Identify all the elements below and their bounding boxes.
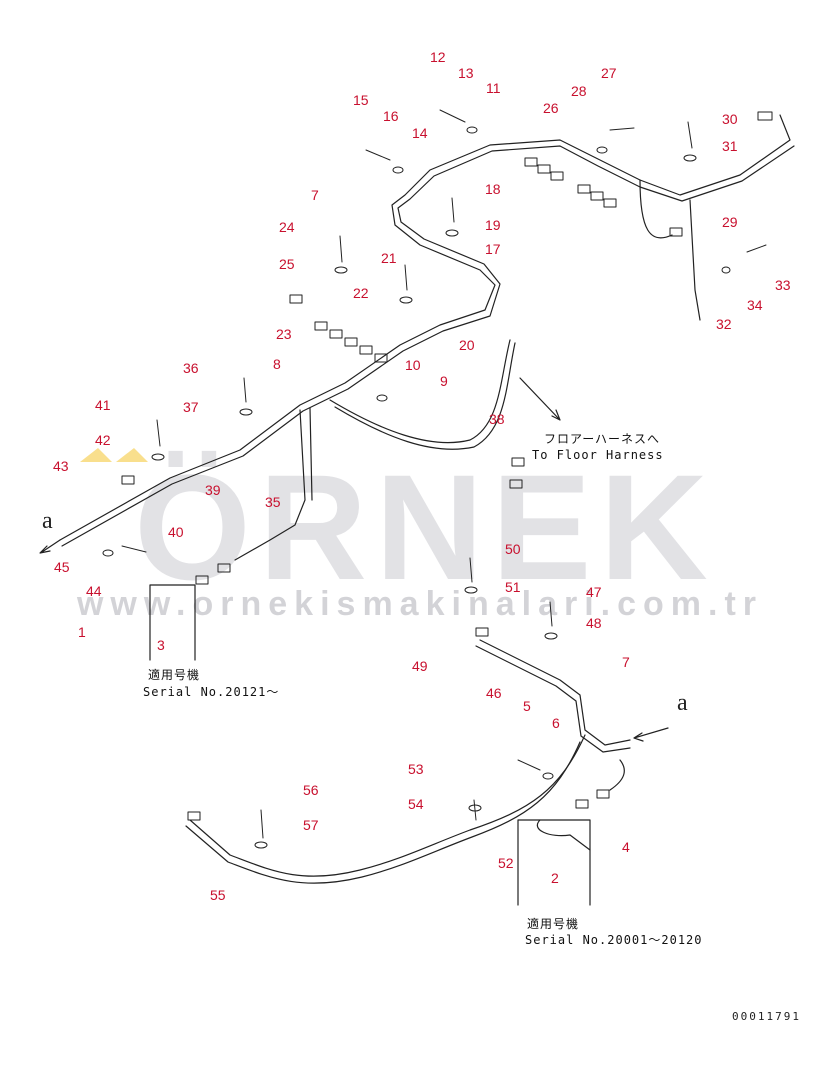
serial-note-b: Serial No.20001〜20120 <box>525 933 703 947</box>
callout-47: 47 <box>586 584 602 600</box>
callout-36: 36 <box>183 360 199 376</box>
callout-20: 20 <box>459 337 475 353</box>
callout-42: 42 <box>95 432 111 448</box>
callout-3: 3 <box>157 637 165 653</box>
callout-24: 24 <box>279 219 295 235</box>
callout-1: 1 <box>78 624 86 640</box>
callout-37: 37 <box>183 399 199 415</box>
callout-31: 31 <box>722 138 738 154</box>
callout-17: 17 <box>485 241 501 257</box>
callout-56: 56 <box>303 782 319 798</box>
floor-harness-note-jp: フロアーハーネスへ <box>544 432 661 446</box>
callout-33: 33 <box>775 277 791 293</box>
callout-7a: 7 <box>311 187 319 203</box>
serial-note-a-jp: 適用号機 <box>148 668 201 682</box>
callout-32: 32 <box>716 316 732 332</box>
callout-21: 21 <box>381 250 397 266</box>
callout-2: 2 <box>551 870 559 886</box>
callout-51: 51 <box>505 579 521 595</box>
callout-44: 44 <box>86 583 102 599</box>
callout-38: 38 <box>489 411 505 427</box>
callout-22: 22 <box>353 285 369 301</box>
watermark-url: www.ornekismakinalari.com.tr <box>76 585 764 623</box>
callout-18: 18 <box>485 181 501 197</box>
callout-30: 30 <box>722 111 738 127</box>
callout-45: 45 <box>54 559 70 575</box>
connection-label-a-right: a <box>677 690 688 716</box>
callout-46: 46 <box>486 685 502 701</box>
callout-12: 12 <box>430 49 446 65</box>
callout-25: 25 <box>279 256 295 272</box>
callout-15: 15 <box>353 92 369 108</box>
callout-52: 52 <box>498 855 514 871</box>
serial-note-b-jp: 適用号機 <box>527 917 580 931</box>
callout-13: 13 <box>458 65 474 81</box>
watermark-brand: ÖRNEK <box>134 443 716 611</box>
callout-7b: 7 <box>622 654 630 670</box>
connection-label-a-left: a <box>42 508 53 534</box>
callout-5: 5 <box>523 698 531 714</box>
callout-29: 29 <box>722 214 738 230</box>
callout-26: 26 <box>543 100 559 116</box>
callout-23: 23 <box>276 326 292 342</box>
callout-49: 49 <box>412 658 428 674</box>
callout-34: 34 <box>747 297 763 313</box>
callout-39: 39 <box>205 482 221 498</box>
serial-note-a: Serial No.20121〜 <box>143 685 280 699</box>
callout-35: 35 <box>265 494 281 510</box>
callout-50: 50 <box>505 541 521 557</box>
callout-40: 40 <box>168 524 184 540</box>
callout-4: 4 <box>622 839 630 855</box>
callout-43: 43 <box>53 458 69 474</box>
callout-9: 9 <box>440 373 448 389</box>
callout-55: 55 <box>210 887 226 903</box>
callout-54: 54 <box>408 796 424 812</box>
callout-57: 57 <box>303 817 319 833</box>
callout-16: 16 <box>383 108 399 124</box>
callout-19: 19 <box>485 217 501 233</box>
callout-28: 28 <box>571 83 587 99</box>
callout-8: 8 <box>273 356 281 372</box>
callout-41: 41 <box>95 397 111 413</box>
callout-53: 53 <box>408 761 424 777</box>
callout-27: 27 <box>601 65 617 81</box>
floor-harness-note-en: To Floor Harness <box>532 448 664 462</box>
callout-14: 14 <box>412 125 428 141</box>
callout-6: 6 <box>552 715 560 731</box>
callout-10: 10 <box>405 357 421 373</box>
drawing-number: 00011791 <box>732 1010 801 1023</box>
callout-48: 48 <box>586 615 602 631</box>
callout-11: 11 <box>486 80 501 96</box>
